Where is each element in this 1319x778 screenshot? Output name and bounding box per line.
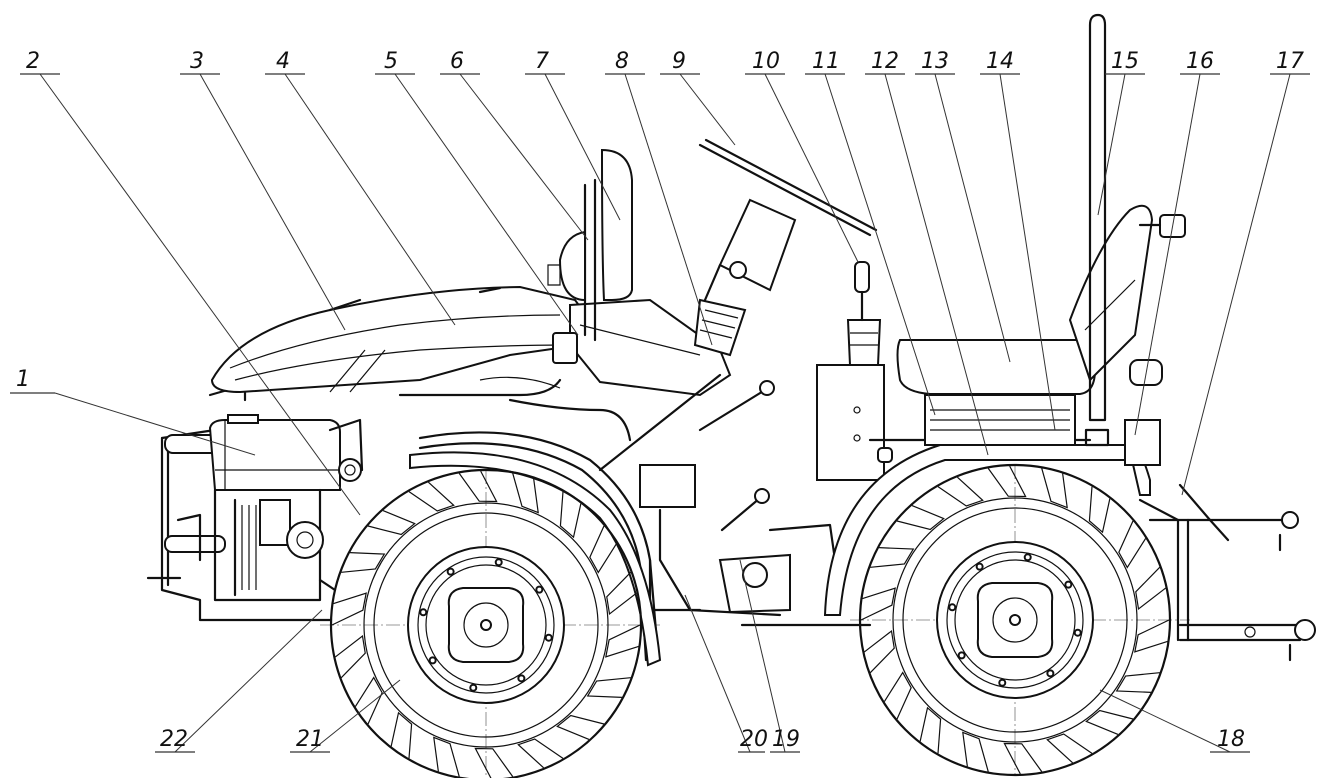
tire-tread-lug [589, 525, 618, 574]
tire-tread-lug [474, 747, 514, 778]
rear-wheel [858, 463, 1172, 777]
tire-tread-lug [860, 587, 896, 621]
callout-label-14: 14 [986, 49, 1014, 74]
tire-tread-lug [1135, 566, 1167, 611]
tire-tread-lug [1085, 709, 1134, 736]
callout-label-10: 10 [752, 49, 780, 74]
rear-hitch [1138, 483, 1316, 662]
callout-label-17: 17 [1276, 49, 1304, 74]
hub-bolt [1046, 669, 1055, 678]
engine [208, 414, 364, 602]
tire-tread-lug [556, 714, 605, 741]
callout-label-1: 1 [16, 367, 30, 392]
tire-tread-lug [458, 470, 498, 503]
tire-tread-lug [962, 731, 989, 772]
tire-tread-lug [870, 547, 915, 568]
front-rops [547, 148, 633, 342]
tire-tread-lug [1115, 672, 1160, 693]
tire-tread-lug [354, 676, 383, 725]
tire-tread-lug [586, 677, 631, 698]
tire-tread-lug [896, 504, 945, 531]
callout-label-16: 16 [1186, 49, 1214, 74]
tire-tread-lug [606, 571, 638, 616]
tire-tread-lug [341, 552, 386, 573]
tire-tread-lug [883, 671, 912, 720]
tire-tread-lug [433, 736, 460, 777]
callout-label-7: 7 [535, 49, 549, 74]
callout-label-11: 11 [812, 49, 840, 74]
tire-tread-lug [1118, 520, 1147, 569]
callout-label-19: 19 [772, 727, 800, 752]
callout-label-13: 13 [921, 49, 949, 74]
callouts: 2 3 4 5 6 7 8 9 10 11 12 13 14 15 16 17 … [10, 49, 1310, 753]
callout-label-12: 12 [871, 49, 899, 74]
tire-tread-lug [863, 629, 895, 674]
callout-label-15: 15 [1111, 49, 1139, 74]
tire-tread-lug [937, 476, 984, 507]
tire-tread-lug [1088, 486, 1111, 534]
front-wheel [329, 468, 643, 778]
tire-tread-lug [367, 509, 416, 536]
rear-rops [1084, 13, 1110, 447]
callout-label-3: 3 [190, 49, 204, 74]
hub-bolt [469, 683, 478, 692]
callout-label-5: 5 [384, 49, 398, 74]
side-panel [816, 261, 885, 481]
hub-bolt [1064, 580, 1073, 589]
tire-tread-lug [331, 592, 367, 626]
hub-bolt [428, 656, 437, 665]
hoses [398, 376, 660, 662]
hub-bolt [998, 678, 1007, 687]
hub-bolt [975, 562, 984, 571]
hub-bolt [948, 603, 957, 612]
hood [210, 285, 592, 394]
steering [693, 138, 878, 357]
callout-label-8: 8 [615, 49, 629, 74]
callout-label-4: 4 [276, 49, 290, 74]
hub-bolt [957, 651, 966, 660]
hub-bolt [544, 633, 553, 642]
tire-tread-lug [1046, 733, 1093, 764]
tire-tread-lug [517, 738, 564, 769]
tire-tread-lug [408, 481, 455, 512]
callout-label-21: 21 [296, 727, 324, 752]
tractor-drawing [146, 13, 1316, 778]
tire-tread-lug [512, 473, 539, 514]
tire-tread-lug [1003, 742, 1043, 775]
dashboard-cowl [552, 298, 732, 397]
hub-bolt [535, 585, 544, 594]
hub-bolt [446, 567, 455, 576]
callout-label-22: 22 [160, 727, 188, 752]
tire-tread-lug [390, 711, 413, 759]
tire-tread-lug [605, 624, 641, 658]
hub-bolt [494, 558, 503, 567]
hub-bolt [1073, 628, 1082, 637]
levers [598, 373, 775, 532]
callout-label-20: 20 [740, 727, 768, 752]
tire-tread-lug [559, 491, 582, 539]
hub-bolt [517, 674, 526, 683]
callout-label-18: 18 [1217, 727, 1245, 752]
tire-tread-lug [1041, 468, 1068, 509]
tire-tread-lug [1134, 619, 1170, 653]
hub-bolt [1023, 553, 1032, 562]
callout-label-6: 6 [450, 49, 464, 74]
callout-label-2: 2 [26, 49, 40, 74]
transmission [639, 464, 872, 627]
hub-bolt [419, 608, 428, 617]
tire-tread-lug [919, 706, 942, 754]
tire-tread-lug [987, 465, 1027, 498]
callout-label-9: 9 [672, 49, 686, 74]
seat [896, 204, 1186, 466]
tire-tread-lug [334, 634, 366, 679]
